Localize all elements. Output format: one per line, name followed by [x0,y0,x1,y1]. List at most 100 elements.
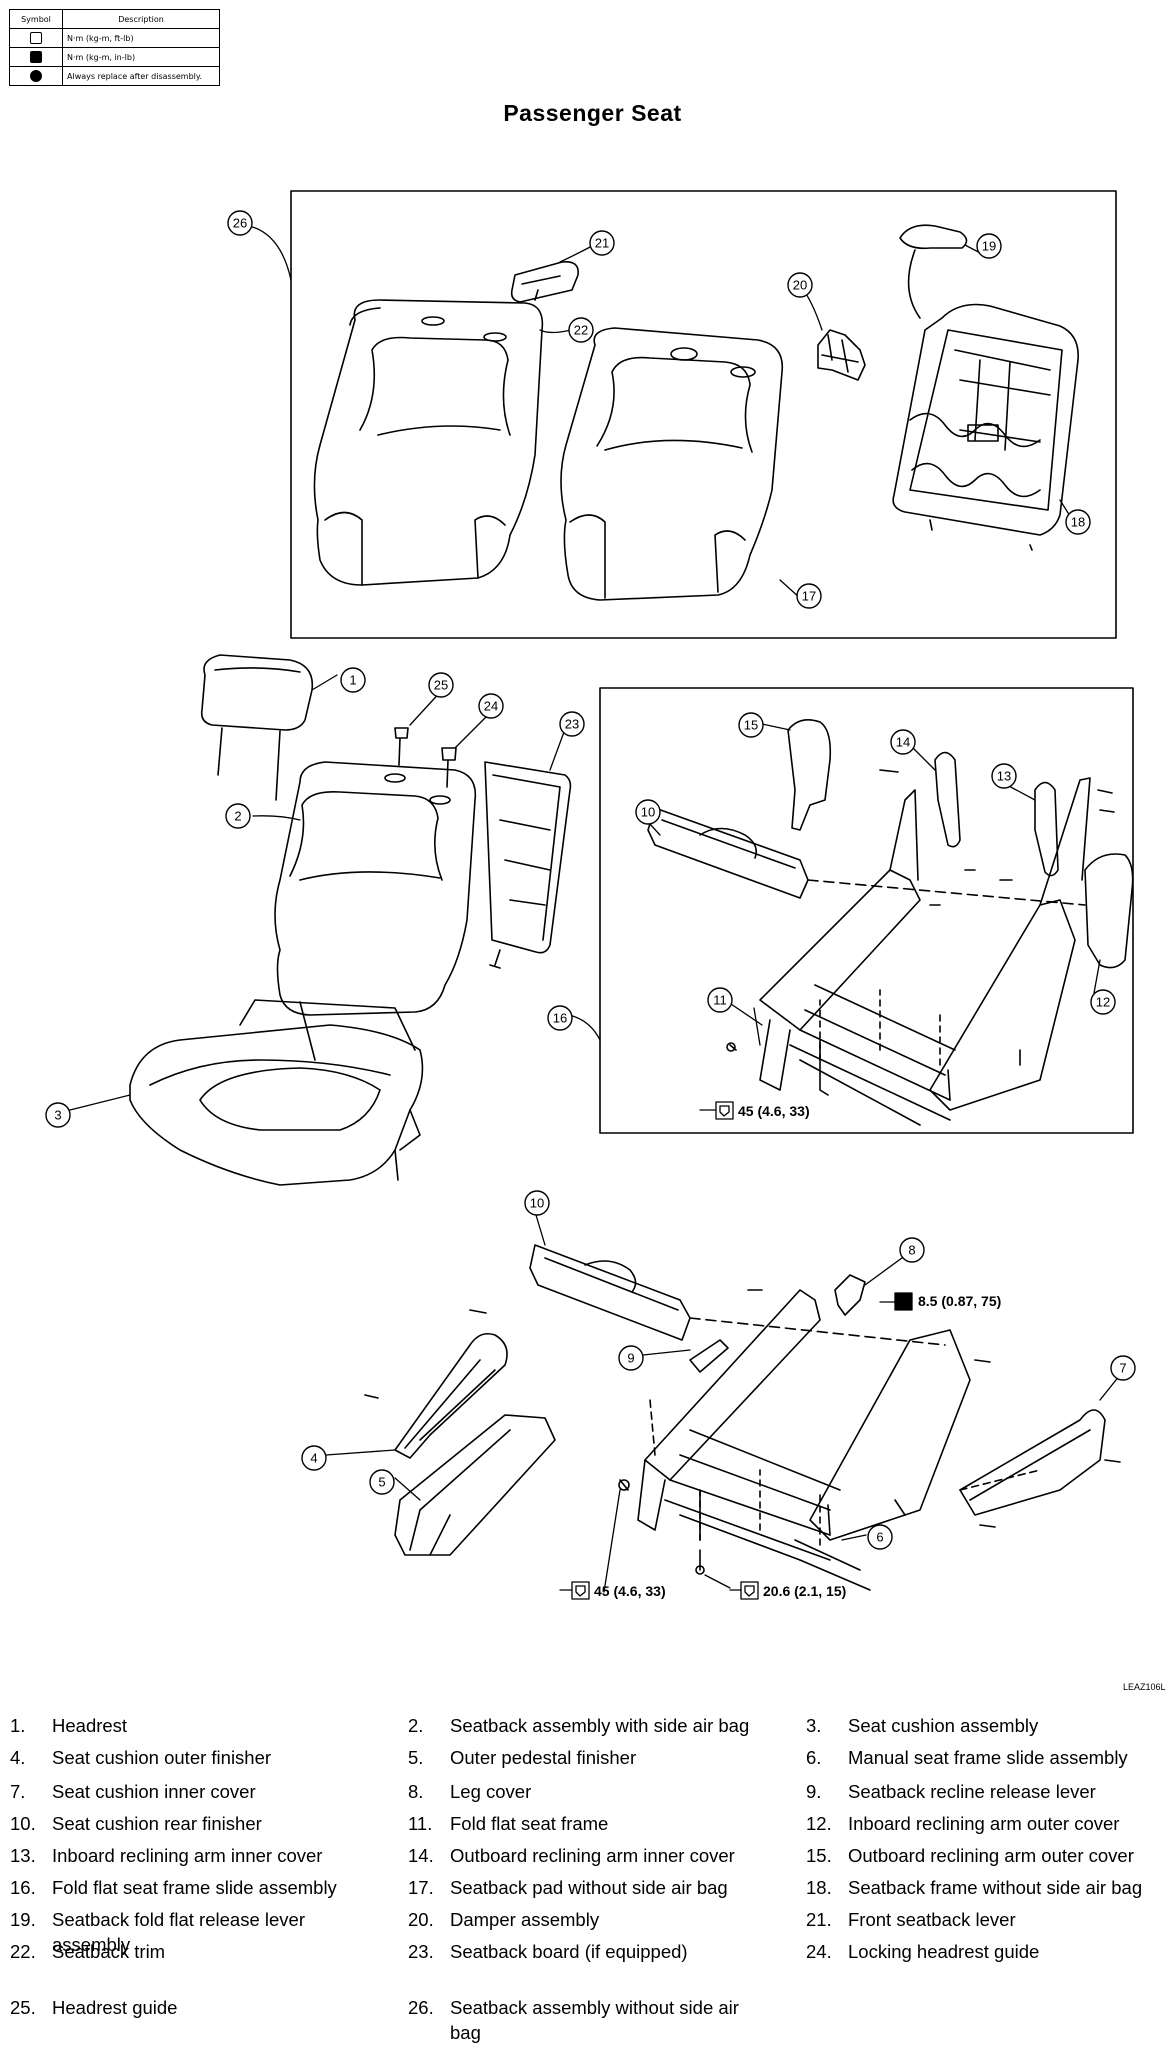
legend-number: 12. [806,1813,832,1834]
legend-text: Seat cushion inner cover [52,1781,256,1802]
callout-label: 22 [574,323,588,338]
callout-circle [738,712,764,738]
legend-text: Seatback assembly without side air bag [450,1997,739,2043]
callout-circle [589,230,615,256]
legend-number: 17. [408,1877,434,1898]
seatback-variant-box [290,190,1117,639]
page-title: Passenger Seat [503,100,682,126]
torque-spec: 8.5 (0.87, 75) [918,1293,1001,1309]
legend-number: 5. [408,1747,424,1768]
callout-circle [568,317,594,343]
symbol-table: Symbol Description N·m (kg-m, ft-lb) N·m… [9,9,220,86]
callout-circle [340,667,366,693]
legend-number: 19. [10,1909,36,1930]
legend-text: Seatback recline release lever [848,1781,1096,1802]
callout-circle [899,1237,925,1263]
legend-text: Inboard reclining arm inner cover [52,1845,323,1866]
legend-number: 15. [806,1845,832,1866]
legend-text: Outboard reclining arm inner cover [450,1845,735,1866]
legend-number: 24. [806,1941,832,1962]
legend-text: Headrest guide [52,1997,178,2018]
callout-circle [787,272,813,298]
legend-text: Headrest [52,1715,128,1736]
damper-drawing [817,329,866,381]
legend-number: 4. [10,1747,26,1768]
headrest-guide-drawing [394,727,409,766]
legend-number: 22. [10,1941,36,1962]
callout-circle [618,1345,644,1371]
callout-label: 8 [908,1243,915,1258]
callout-circle [478,693,504,719]
symbol-description: Always replace after disassembly. [62,66,220,86]
callout-label: 2 [234,809,241,824]
legend-text: Seatback frame without side air bag [848,1877,1143,1898]
torque-spec: 20.6 (2.1, 15) [763,1583,846,1599]
legend-number: 16. [10,1877,36,1898]
legend-number: 18. [806,1877,832,1898]
lower-seat-frame-drawing [364,1244,1121,1591]
front-seatback-lever-drawing [510,260,579,303]
callout-circle [890,729,916,755]
callout-label: 6 [876,1530,883,1545]
callout-label: 12 [1096,995,1110,1010]
legend-text: Seatback assembly with side air bag [450,1715,750,1736]
legend-text: Seatback fold flat release lever assembl… [52,1909,305,1955]
legend-text: Outboard reclining arm outer cover [848,1845,1134,1866]
replace-icon [30,70,42,82]
seat-cushion-drawing [129,999,424,1186]
seatback-frame-drawing [892,224,1079,551]
callout-circle [796,583,822,609]
legend-number: 6. [806,1747,822,1768]
torque-inlb-icon [30,51,42,63]
fold-flat-frame-drawing [647,719,1134,1126]
callout-circle [867,1524,893,1550]
callout-label: 4 [310,1451,317,1466]
legend-number: 25. [10,1997,36,2018]
callout-circle [1090,989,1116,1015]
callout-label: 18 [1071,515,1085,530]
legend-number: 10. [10,1813,36,1834]
legend-text: Fold flat seat frame [450,1813,609,1834]
legend-text: Outer pedestal finisher [450,1747,637,1768]
callout-circle [707,987,733,1013]
legend-number: 8. [408,1781,424,1802]
fold-flat-frame-box [599,687,1134,1134]
seatback-trim-drawing [313,299,544,586]
callout-circle [524,1190,550,1216]
legend-text: Locking headrest guide [848,1941,1040,1962]
legend-text: Fold flat seat frame slide assembly [52,1877,337,1898]
seatback-pad-drawing [560,327,784,601]
exploded-diagram: 1234567891010111213141516171819202122232… [45,190,1166,1692]
callout-label: 23 [565,717,579,732]
legend-text: Seat cushion assembly [848,1715,1039,1736]
legend-number: 14. [408,1845,434,1866]
legend-text: Seatback pad without side air bag [450,1877,728,1898]
callout-label: 7 [1119,1361,1126,1376]
legend-number: 23. [408,1941,434,1962]
callout-circle [991,763,1017,789]
callout-circle [1065,509,1091,535]
legend-number: 21. [806,1909,832,1930]
callout-label: 25 [434,678,448,693]
callout-label: 26 [233,216,247,231]
callout-circle [976,233,1002,259]
callout-circle [559,711,585,737]
legend-number: 7. [10,1781,26,1802]
legend-number: 3. [806,1715,822,1736]
callout-circle [301,1445,327,1471]
legend-text: Damper assembly [450,1909,600,1930]
callout-circle [547,1005,573,1031]
legend-number: 1. [10,1715,26,1736]
legend-number: 9. [806,1781,822,1802]
callout-label: 20 [793,278,807,293]
legend-number: 2. [408,1715,424,1736]
callout-circle [225,803,251,829]
callout-label: 5 [378,1475,385,1490]
legend-text: Leg cover [450,1781,532,1802]
callout-circle [428,672,454,698]
callout-label: 24 [484,699,498,714]
locking-headrest-guide-drawing [441,747,457,788]
callout-label: 17 [802,589,816,604]
headrest-drawing [200,654,314,801]
legend-number: 13. [10,1845,36,1866]
